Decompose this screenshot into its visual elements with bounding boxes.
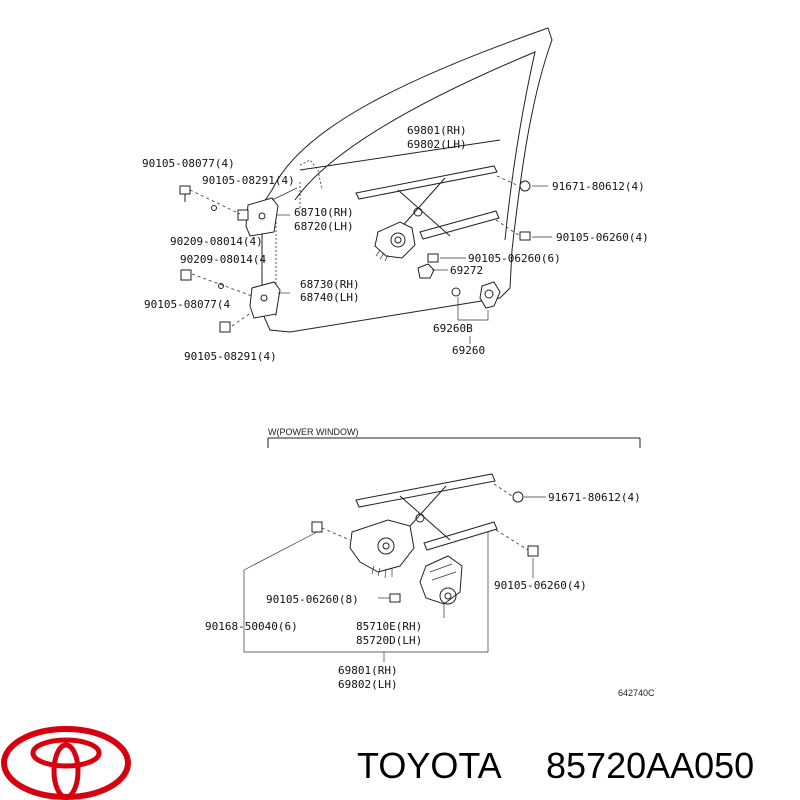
- label-90105-06260-a: 90105-06260(4): [556, 231, 649, 244]
- label-90105-08291-b: 90105-08291(4): [184, 350, 277, 363]
- label-69802-lh-b: 69802(LH): [338, 678, 398, 691]
- label-90105-08077-a: 90105-08077(4): [142, 157, 235, 170]
- label-90105-06260-d: 90105-06260(8): [266, 593, 359, 606]
- section-title-power-window: W(POWER WINDOW): [268, 427, 358, 437]
- brand-name: TOYOTA: [357, 745, 502, 786]
- label-90209-08014-b: 90209-08014(4: [180, 253, 266, 266]
- label-90105-06260-c: 90105-06260(4): [494, 579, 587, 592]
- label-85710e: 85710E(RH): [356, 620, 422, 633]
- label-68710: 68710(RH): [294, 206, 354, 219]
- label-69802-lh: 69802(LH): [407, 138, 467, 151]
- label-68730: 68730(RH): [300, 278, 360, 291]
- power-window-section: [243, 437, 641, 662]
- label-90105-08077-b: 90105-08077(4: [144, 298, 230, 311]
- label-90209-08014-a: 90209-08014(4): [170, 235, 263, 248]
- figure-code: 642740C: [618, 688, 655, 698]
- toyota-logo-icon: [1, 726, 131, 800]
- label-69801-rh: 69801(RH): [407, 124, 467, 137]
- label-85720d: 85720D(LH): [356, 634, 422, 647]
- upper-hinges: [179, 185, 281, 333]
- label-69272: 69272: [450, 264, 483, 277]
- part-number: 85720AA050: [546, 745, 754, 786]
- upper-labels: 69801(RH) 69802(LH) 90105-08077(4) 90105…: [142, 124, 649, 363]
- label-69801-rh-b: 69801(RH): [338, 664, 398, 677]
- upper-fasteners: [427, 175, 531, 263]
- upper-regulator: [355, 165, 501, 309]
- label-68740: 68740(LH): [300, 291, 360, 304]
- label-90105-08291-a: 90105-08291(4): [202, 174, 295, 187]
- label-90105-06260-b: 90105-06260(6): [468, 252, 561, 265]
- label-91671-80612-b: 91671-80612(4): [548, 491, 641, 504]
- lower-labels: W(POWER WINDOW) 91671-80612(4) 90105-062…: [205, 427, 655, 698]
- upper-leaders: [271, 185, 552, 344]
- label-91671-80612-a: 91671-80612(4): [552, 180, 645, 193]
- label-90168-50040: 90168-50040(6): [205, 620, 298, 633]
- label-68720: 68720(LH): [294, 220, 354, 233]
- label-69260: 69260: [452, 344, 485, 357]
- label-69260b: 69260B: [433, 322, 473, 335]
